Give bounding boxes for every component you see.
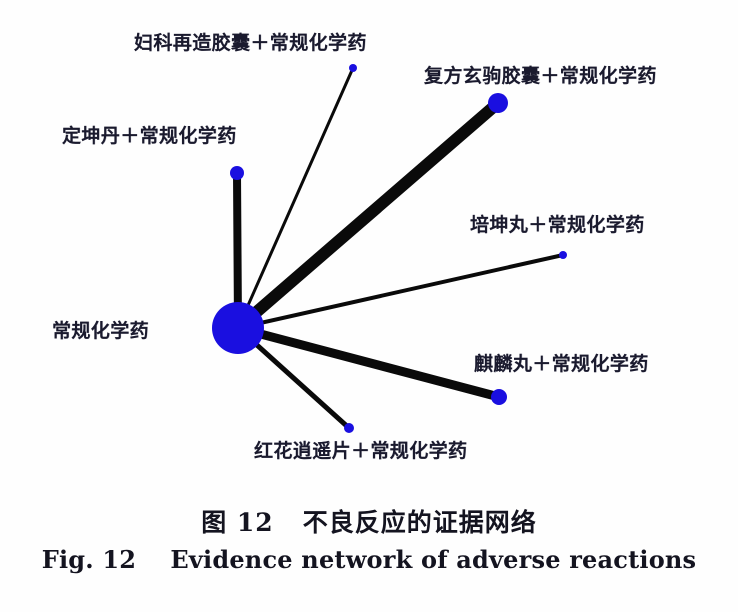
network-edge — [236, 253, 565, 330]
network-node[interactable] — [344, 423, 354, 433]
node-label-dingkundan: 定坤丹＋常规化学药 — [62, 125, 237, 147]
network-node[interactable] — [349, 64, 357, 72]
figure-caption: 图 12 不良反应的证据网络 Fig. 12 Evidence network … — [0, 506, 738, 576]
node-label-qilinwan: 麒麟丸＋常规化学药 — [474, 353, 649, 375]
node-layer — [212, 64, 567, 433]
node-label-fukezaizao: 妇科再造胶囊＋常规化学药 — [134, 32, 367, 54]
node-label-peikunwan: 培坤丸＋常规化学药 — [470, 214, 645, 236]
network-node[interactable] — [212, 302, 264, 354]
node-label-fufangxuanju: 复方玄驹胶囊＋常规化学药 — [424, 65, 657, 87]
network-node[interactable] — [491, 389, 507, 405]
network-edge — [233, 323, 504, 402]
node-label-hub: 常规化学药 — [52, 320, 150, 342]
network-node[interactable] — [559, 251, 567, 259]
network-edge — [236, 66, 355, 330]
figure-caption-chinese: 图 12 不良反应的证据网络 — [201, 508, 537, 537]
figure-caption-english: Fig. 12 Evidence network of adverse reac… — [41, 544, 697, 574]
network-graph-canvas — [212, 64, 567, 433]
node-label-honghuaxiaoyao: 红花逍遥片＋常规化学药 — [254, 440, 468, 462]
network-node[interactable] — [488, 93, 508, 113]
network-edge — [232, 97, 504, 334]
network-node[interactable] — [230, 166, 244, 180]
